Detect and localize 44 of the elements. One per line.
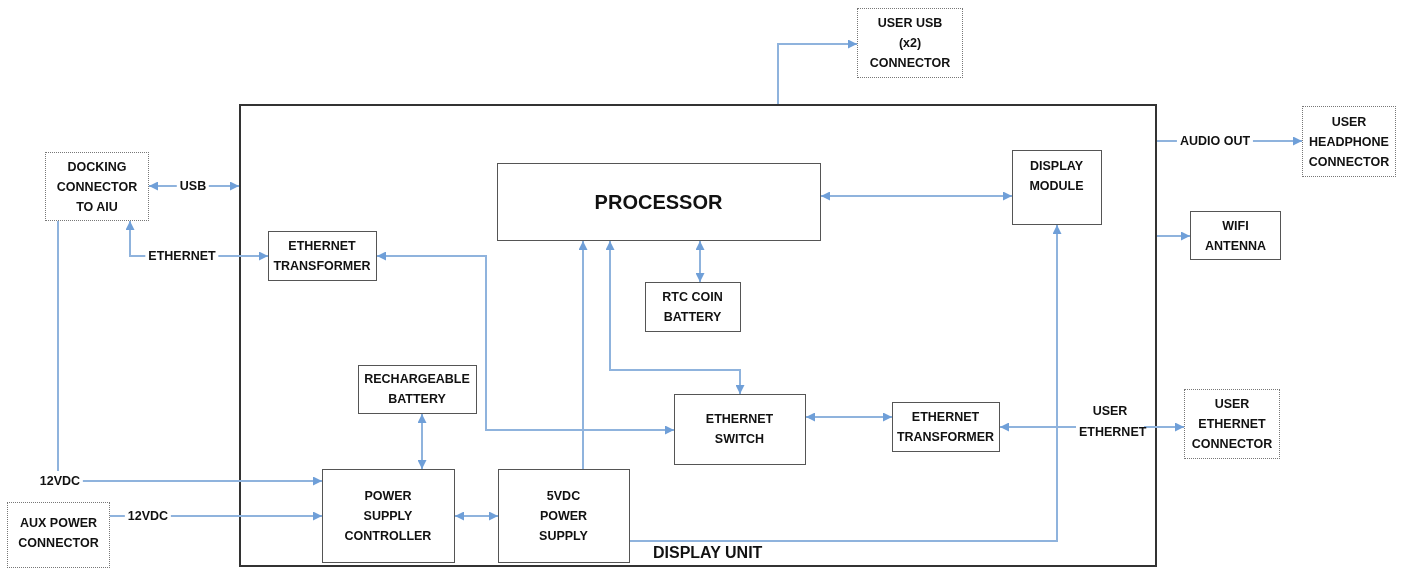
arrow xyxy=(578,240,588,470)
box-label: USER ETHERNET CONNECTOR xyxy=(1190,396,1274,453)
box-label: PROCESSOR xyxy=(594,191,723,212)
component-box xyxy=(644,281,741,332)
arrow xyxy=(57,220,323,486)
connector-box xyxy=(7,502,110,568)
connector-box xyxy=(1302,106,1396,177)
box-label: USER USB (x2) CONNECTOR xyxy=(869,15,951,72)
component-box xyxy=(357,364,477,414)
unit-frame xyxy=(239,104,1157,567)
arrow xyxy=(376,251,675,435)
unit-title: DISPLAY UNIT xyxy=(653,544,763,562)
box-label: RTC COIN BATTERY xyxy=(661,288,724,326)
component-box xyxy=(267,230,377,281)
connector-box xyxy=(1184,389,1280,459)
component-box xyxy=(321,468,455,563)
component-box xyxy=(673,393,806,465)
arrow xyxy=(777,39,858,105)
component-box xyxy=(1190,211,1281,260)
box-label: 5VDC POWER SUPPLY xyxy=(538,487,589,545)
box-label: DISPLAY MODULE xyxy=(1028,158,1085,195)
box-label: AUX POWER CONNECTOR xyxy=(17,515,100,552)
arrow xyxy=(605,240,745,395)
arrow xyxy=(805,412,893,422)
box-label: RECHARGEABLE BATTERY xyxy=(363,371,471,408)
box-label: ETHERNET TRANSFORMER xyxy=(272,237,372,275)
arrow xyxy=(820,191,1013,201)
component-box xyxy=(1011,149,1102,225)
arrow xyxy=(417,413,427,470)
component-box xyxy=(497,468,630,563)
component-box xyxy=(496,162,821,241)
box-label: WIFI ANTENNA xyxy=(1203,217,1268,255)
box-label: POWER SUPPLY CONTROLLER xyxy=(344,487,432,545)
box-label: ETHERNET TRANSFORMER xyxy=(895,408,996,446)
connector-box xyxy=(857,8,963,78)
arrow xyxy=(629,224,1062,542)
arrow xyxy=(1156,231,1191,241)
connector-box xyxy=(45,152,149,221)
box-label: USER HEADPHONE CONNECTOR xyxy=(1307,113,1391,171)
arrow xyxy=(695,240,705,283)
component-box xyxy=(891,401,1000,452)
arrow xyxy=(454,511,499,521)
box-label: ETHERNET SWITCH xyxy=(704,411,775,448)
box-label: DOCKING CONNECTOR TO AIU xyxy=(55,158,139,216)
